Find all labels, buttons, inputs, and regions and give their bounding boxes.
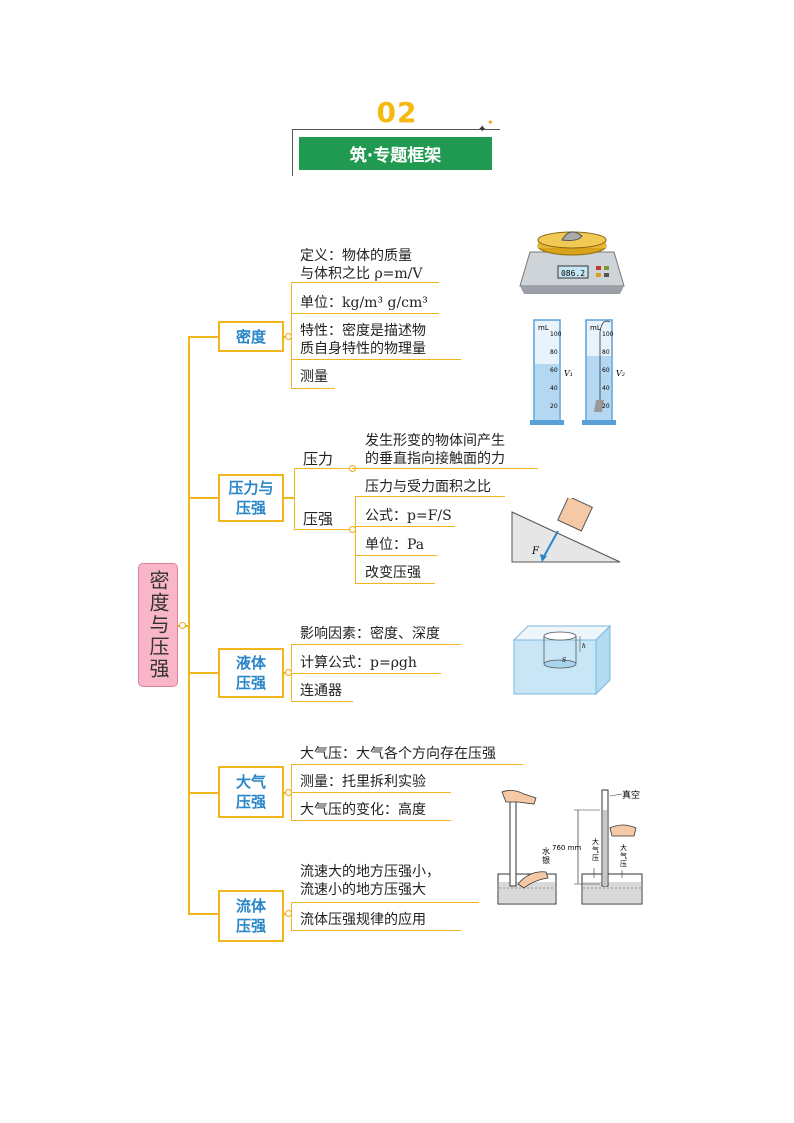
svg-text:40: 40 xyxy=(602,385,610,392)
branch-density[interactable]: 密度 xyxy=(218,321,284,352)
svg-text:h: h xyxy=(582,643,586,650)
atm-label-2: 大气压 xyxy=(620,843,627,868)
root-node: 密度与压强 xyxy=(138,563,178,687)
leaf-text: 的垂直指向接触面的力 xyxy=(365,451,505,467)
leaf-text: 与体积之比 ρ=m/V xyxy=(300,266,423,282)
sub-label-force: 压力 xyxy=(303,450,334,468)
trunk-line xyxy=(188,336,190,914)
branch-pressure[interactable]: 压力与压强 xyxy=(218,474,284,522)
leaf-text: 单位：kg/m³ g/cm³ xyxy=(300,295,428,311)
leaf-text: 流速大的地方压强小， xyxy=(300,864,440,880)
leaf-text: 发生形变的物体间产生 xyxy=(365,433,505,449)
collapse-toggle[interactable] xyxy=(179,622,186,629)
leaf-text: 影响因素：密度、深度 xyxy=(300,626,440,642)
scale-readout: 086.2 xyxy=(561,269,585,278)
leaf-text: 定义：物体的质量 xyxy=(300,248,412,264)
leaf-text: 计算公式：p=ρgh xyxy=(300,655,417,671)
svg-text:80: 80 xyxy=(550,349,558,356)
svg-text:80: 80 xyxy=(602,349,610,356)
liquid-tank-image: h S xyxy=(512,624,612,696)
leaf-text: 测量 xyxy=(300,369,328,385)
svg-text:mL: mL xyxy=(538,324,549,332)
svg-text:mL: mL xyxy=(590,324,601,332)
branch-liquid[interactable]: 液体压强 xyxy=(218,648,284,698)
sparkle-icon: ✦ xyxy=(478,124,487,135)
branch-atmosphere[interactable]: 大气压强 xyxy=(218,766,284,818)
svg-text:20: 20 xyxy=(602,403,610,410)
title-frame xyxy=(292,129,500,176)
branch-fluid[interactable]: 流体压强 xyxy=(218,890,284,942)
electronic-scale-image: 086.2 xyxy=(519,231,625,294)
leaf-text: 单位：Pa xyxy=(365,537,425,553)
svg-text:100: 100 xyxy=(602,331,614,338)
leaf-text: 公式：p=F/S xyxy=(365,508,452,524)
vacuum-label: 真空 xyxy=(622,789,640,801)
svg-text:60: 60 xyxy=(602,367,610,374)
height-label: 760 mm xyxy=(552,844,581,852)
force-label: F xyxy=(531,546,540,557)
v1-label: V₁ xyxy=(564,369,573,378)
svg-text:100: 100 xyxy=(550,331,562,338)
leaf-text: 压力与受力面积之比 xyxy=(365,479,491,495)
leaf-text: 大气压的变化：高度 xyxy=(300,802,426,818)
v2-label: V₂ xyxy=(616,369,625,378)
leaf-text: 改变压强 xyxy=(365,565,421,581)
leaf-text: 质自身特性的物理量 xyxy=(300,341,426,357)
sparkle-icon: ✦ xyxy=(487,118,494,127)
atm-label-1: 大气压 xyxy=(592,837,599,862)
svg-text:40: 40 xyxy=(550,385,558,392)
leaf-text: 测量：托里拆利实验 xyxy=(300,774,426,790)
section-number: 02 xyxy=(376,96,418,129)
leaf-text: 大气压：大气各个方向存在压强 xyxy=(300,746,496,762)
svg-text:20: 20 xyxy=(550,403,558,410)
leaf-text: 流速小的地方压强大 xyxy=(300,882,426,898)
section-title: 筑·专题框架 xyxy=(299,137,492,170)
svg-text:60: 60 xyxy=(550,367,558,374)
leaf-text: 流体压强规律的应用 xyxy=(300,912,426,928)
leaf-text: 连通器 xyxy=(300,683,342,699)
svg-text:S: S xyxy=(562,657,566,664)
torricelli-experiment-image: 水银 760 mm 真空 大气压 大气压 xyxy=(497,789,643,905)
mercury-label: 水银 xyxy=(542,846,550,865)
incline-block-image: F xyxy=(511,498,621,563)
leaf-text: 特性：密度是描述物 xyxy=(300,323,426,339)
sub-label-pressure: 压强 xyxy=(303,510,334,528)
graduated-cylinders-image: mL 100 80 60 40 20 V₁ mL 100 80 60 40 20… xyxy=(530,319,625,425)
